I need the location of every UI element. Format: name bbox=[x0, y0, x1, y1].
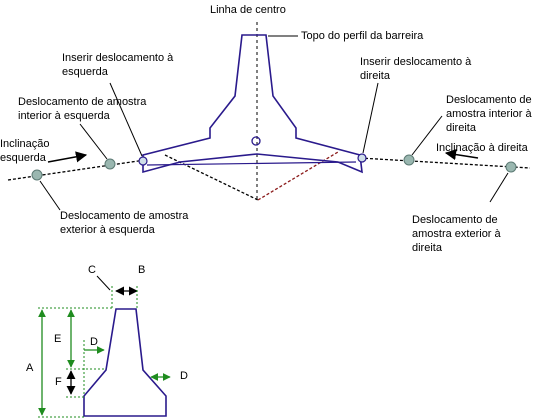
insert-right-label-2: direita bbox=[360, 70, 390, 82]
dim-B-label: B bbox=[138, 264, 146, 276]
leader-interior-left bbox=[79, 123, 108, 160]
dim-C-label: C bbox=[88, 264, 96, 276]
interior-left-label-2: interior à esquerda bbox=[18, 110, 110, 122]
interior-left-point bbox=[104, 158, 116, 170]
left-slope-line bbox=[7, 159, 146, 181]
exterior-right-label-3: direita bbox=[412, 242, 442, 254]
leader-insert-right bbox=[362, 82, 379, 154]
exterior-right-label-1: Deslocamento de bbox=[412, 214, 498, 226]
dim-F-label: F bbox=[55, 376, 62, 388]
leader-insert-left bbox=[109, 82, 143, 157]
exterior-left-label-1: Deslocamento de amostra bbox=[60, 210, 189, 222]
insert-left-point bbox=[138, 156, 148, 166]
barrier-profile bbox=[142, 34, 363, 174]
interior-right-label-3: direita bbox=[446, 122, 476, 134]
slope-left-label-2: esquerda bbox=[0, 152, 46, 164]
insert-right-label-1: Inserir deslocamento à bbox=[360, 56, 472, 68]
small-barrier-profile bbox=[83, 308, 167, 417]
dim-A-label: A bbox=[26, 362, 34, 374]
leader-interior-right bbox=[411, 115, 443, 156]
interior-right-point bbox=[403, 154, 415, 166]
subgrade-right bbox=[257, 151, 339, 201]
exterior-left-point bbox=[31, 169, 43, 181]
insert-left-label-2: esquerda bbox=[62, 66, 108, 78]
slope-left-arrow bbox=[47, 151, 88, 163]
right-slope-line bbox=[359, 157, 531, 169]
barrier-base-line bbox=[146, 161, 357, 166]
slope-right-arrow bbox=[444, 149, 479, 161]
exterior-right-point bbox=[505, 161, 517, 173]
slope-right-label: Inclinação à direita bbox=[436, 142, 528, 154]
dim-E-label: E bbox=[54, 333, 62, 345]
slope-left-label-1: Inclinação bbox=[0, 138, 50, 150]
interior-right-label-2: amostra interior à bbox=[446, 108, 532, 120]
interior-right-label-1: Deslocamento de bbox=[446, 94, 532, 106]
dim-D-outer-label: D bbox=[180, 370, 188, 382]
barrier-top-label: Topo do perfil da barreira bbox=[301, 30, 424, 42]
centerline-point bbox=[251, 136, 261, 146]
interior-left-label-1: Deslocamento de amostra bbox=[18, 96, 147, 108]
insert-right-point bbox=[357, 153, 367, 163]
dim-D-inner-label: D bbox=[90, 336, 98, 348]
centerline-label: Linha de centro bbox=[210, 4, 286, 16]
insert-left-label-1: Inserir deslocamento à bbox=[62, 52, 174, 64]
exterior-left-label-2: exterior à esquerda bbox=[60, 224, 155, 236]
exterior-right-label-2: amostra exterior à bbox=[412, 228, 501, 240]
leader-exterior-right bbox=[489, 172, 509, 203]
leader-exterior-left bbox=[39, 180, 61, 211]
dim-C-pointer bbox=[96, 275, 111, 291]
